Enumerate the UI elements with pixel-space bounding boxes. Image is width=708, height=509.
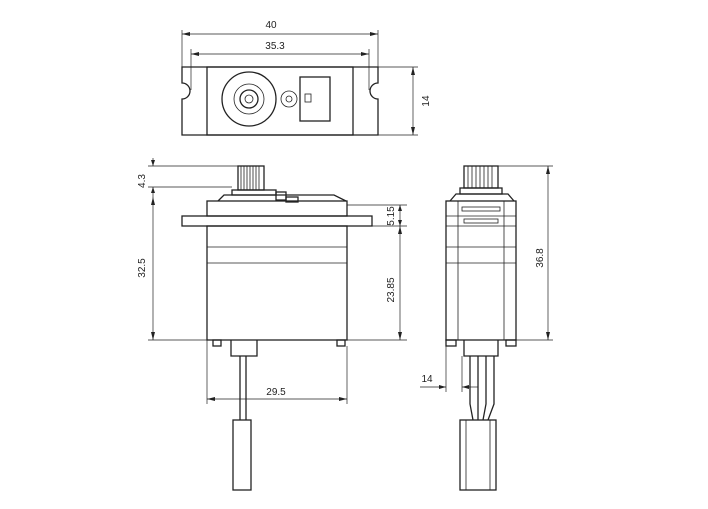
- top-view-flange: [181, 66, 379, 136]
- front-view-cable-exit: [230, 340, 258, 357]
- top-view-label-dot: [304, 93, 312, 103]
- top-view-idler-hole: [285, 95, 293, 103]
- front-view-flange: [181, 215, 373, 227]
- side-view-body: [445, 200, 517, 341]
- dim-top-width: 40: [265, 20, 277, 31]
- top-view-idler: [280, 90, 298, 108]
- front-view-gear: [237, 165, 265, 191]
- front-view: 4.3 32.5 5.15 23.85 29.5: [137, 158, 407, 491]
- dim-body-width: 29.5: [266, 387, 286, 398]
- dim-flange-height: 5.15: [386, 206, 397, 226]
- top-view-gear-inner: [239, 89, 259, 109]
- dim-shaft-height: 4.3: [137, 174, 148, 188]
- front-view-connector: [232, 419, 252, 491]
- dim-top-depth: 14: [421, 95, 432, 107]
- side-view: 36.8 14: [420, 165, 553, 491]
- top-view-label-box: [299, 76, 331, 122]
- top-view-gear-outer: [221, 71, 277, 127]
- top-view-body: [206, 66, 354, 136]
- side-view-cable-exit: [463, 340, 499, 357]
- dim-body-height: 32.5: [137, 258, 148, 278]
- dim-side-depth: 14: [421, 374, 433, 385]
- front-view-top-cover: [217, 194, 347, 202]
- top-view-gear-mid: [233, 83, 265, 115]
- side-view-connector: [459, 419, 497, 491]
- top-view: 40 35.3 14: [181, 20, 432, 136]
- dim-overall-height: 36.8: [535, 248, 546, 268]
- top-view-gear-hub: [244, 94, 254, 104]
- side-view-gear: [463, 165, 499, 189]
- front-view-body: [206, 225, 348, 341]
- dim-lower-body-height: 23.85: [386, 277, 397, 302]
- dim-top-hole-spacing: 35.3: [265, 41, 285, 52]
